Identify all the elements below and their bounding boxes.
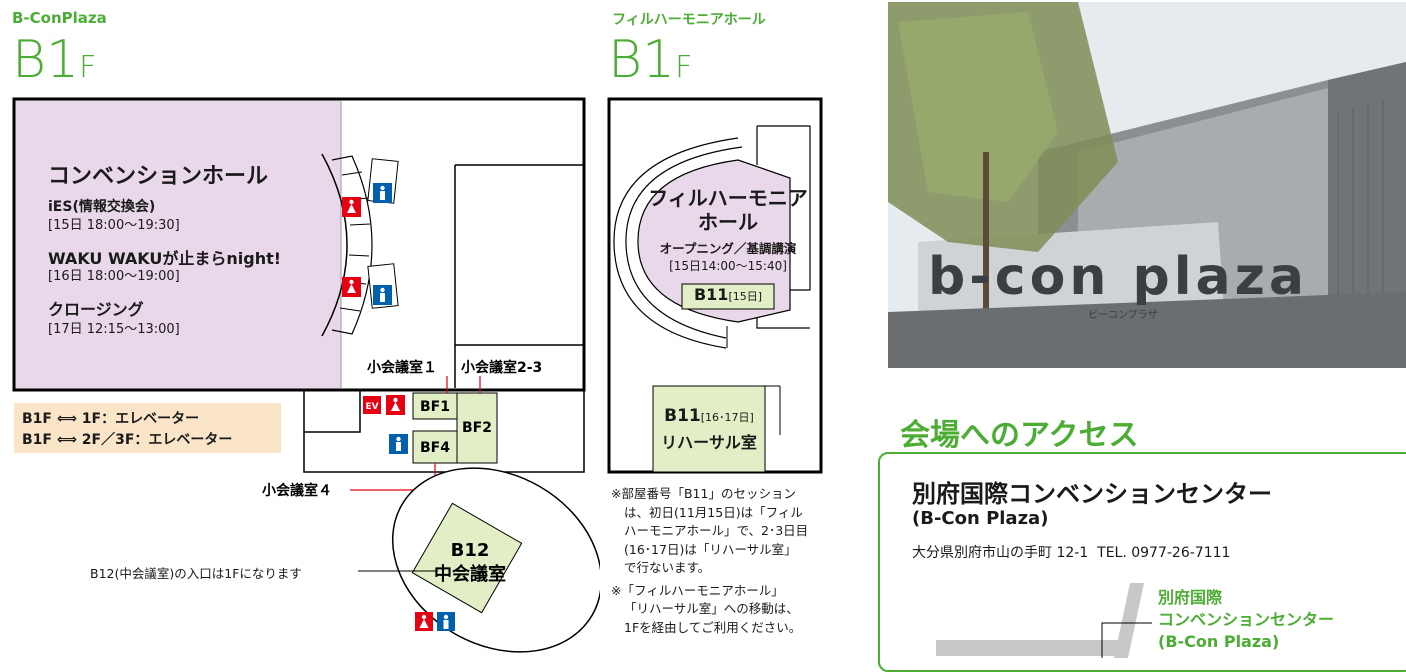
floor-main: B1 <box>608 30 676 90</box>
note-line: で行ないます。 <box>624 560 711 575</box>
note-line: (16･17日)は「リハーサル室」 <box>624 541 797 557</box>
event-title: クロージング <box>48 300 144 319</box>
session-time: [15日14:00〜15:40] <box>669 259 787 273</box>
elevator-note-box: B1F ⟺ 1F：エレベーター B1F ⟺ 2F／3F：エレベーター <box>14 403 281 453</box>
convention-hall-area <box>15 100 341 389</box>
event-time: [15日 18:00〜19:30] <box>48 218 180 233</box>
rehearsal-room-label: B11[16･17日] リハーサル室 <box>653 406 765 453</box>
note-line: ※「フィルハーモニアホール」 <box>611 582 784 598</box>
hall-name-line: ホール <box>698 210 758 234</box>
venue-address: 大分県別府市山の手町 12-1 <box>912 545 1089 561</box>
room-date: [16･17日] <box>700 411 754 424</box>
room-code: B11 <box>693 285 729 304</box>
building-illustration: b-con plaza ビーコンプラザ <box>888 2 1406 368</box>
bcon-floor-map: BF1 BF2 BF4 EV 小会議室１ 小会議室2-3 小会議室４ B12 中… <box>12 97 600 653</box>
room-bf1 <box>412 392 458 420</box>
map-label: (B-Con Plaza) <box>1158 632 1279 651</box>
note-line: ハーモニアホール」で、2･3日目 <box>624 523 809 538</box>
b11-notes: ※部屋番号「B11」のセッション は、初日(11月15日)は「フィル ハーモニア… <box>611 485 836 637</box>
philharmonia-hall-area <box>637 159 791 323</box>
philharmonia-floor-map <box>607 97 823 474</box>
venue-name: 別府国際コンベンションセンター <box>912 480 1272 508</box>
b12-entrance-note: B12(中会議室)の入口は1Fになります <box>90 566 302 581</box>
building-title-bcon: B-ConPlaza <box>12 9 107 27</box>
map-label: コンベンションセンター <box>1158 610 1334 629</box>
elevator-note: B1F ⟺ 1F：エレベーター <box>22 411 200 427</box>
small-room-2-3-label: 小会議室2-3 <box>461 359 542 376</box>
road <box>936 640 1126 656</box>
bf2-label: BF2 <box>462 420 492 436</box>
sign-sub: ビーコンプラザ <box>1088 309 1158 321</box>
room-date: [15日] <box>728 290 763 303</box>
access-title: 会場へのアクセス <box>900 418 1139 453</box>
floor-label-left: B1F <box>12 34 96 94</box>
elevator-note: B1F ⟺ 2F／3F：エレベーター <box>22 432 233 448</box>
small-room-4-label: 小会議室４ <box>262 482 332 499</box>
floor-suffix: F <box>675 50 693 85</box>
floor-label-right: B1F <box>608 34 692 94</box>
venue-photo: b-con plaza ビーコンプラザ <box>888 2 1406 368</box>
floor-suffix: F <box>79 50 97 85</box>
event-time: [17日 12:15〜13:00] <box>48 322 180 337</box>
note-line: は、初日(11月15日)は「フィル <box>624 504 803 520</box>
event-title: iES(情報交換会) <box>48 199 156 215</box>
b12-name: 中会議室 <box>434 563 506 585</box>
event-title: WAKU WAKUが止まらnight! <box>48 249 282 268</box>
room-b11-hall <box>681 283 775 310</box>
venue-address-line: 大分県別府市山の手町 12-1 TEL. 0977-26-7111 <box>912 542 1230 562</box>
b12-code: B12 <box>451 540 490 561</box>
room-b11-rehearsal <box>652 385 766 473</box>
event-time: [16日 18:00〜19:00] <box>48 269 180 284</box>
hall-name-convention: コンベンションホール <box>48 164 269 189</box>
small-room-1-label: 小会議室１ <box>367 359 437 376</box>
road <box>1114 583 1144 658</box>
room-code: B11 <box>664 406 701 426</box>
session-name: オープニング／基調講演 <box>659 241 797 256</box>
room-bf2 <box>456 392 498 464</box>
room-b12 <box>411 502 523 614</box>
hall-name-line: フィルハーモニア <box>648 186 808 210</box>
floor-main: B1 <box>12 30 80 90</box>
bf1-label: BF1 <box>420 399 450 415</box>
sign-text: b-con plaza <box>928 247 1308 307</box>
hall-room-code: B11[15日] <box>682 285 774 304</box>
venue-name-en: (B-Con Plaza) <box>912 508 1049 529</box>
map-label: 別府国際 <box>1158 588 1223 607</box>
note-line: 「リハーサル室」への移動は、 <box>624 601 799 616</box>
bf4-label: BF4 <box>420 440 450 456</box>
building-title-philharmonia: フィルハーモニアホール <box>612 12 766 28</box>
note-line: 1Fを経由してご利用ください。 <box>624 619 802 635</box>
note-line: ※部屋番号「B11」のセッション <box>611 486 796 501</box>
elevator-icon <box>363 396 381 414</box>
room-name: リハーサル室 <box>661 433 757 452</box>
access-map: 別府国際 コンベンションセンター (B-Con Plaza) <box>936 583 1334 658</box>
hall-name-philharmonia: フィルハーモニア ホール <box>648 186 808 234</box>
svg-text:EV: EV <box>365 402 378 412</box>
venue-tel: TEL. 0977-26-7111 <box>1097 545 1231 561</box>
